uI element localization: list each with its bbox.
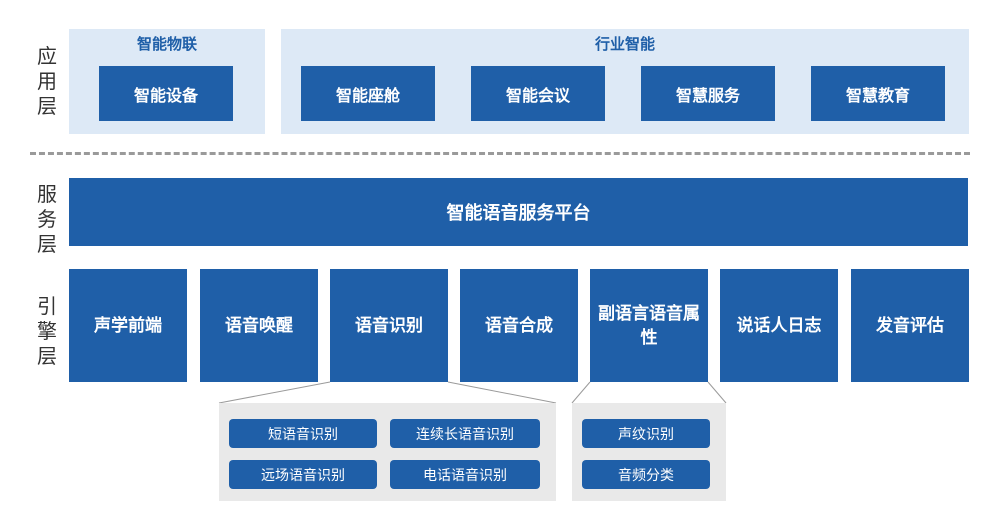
- voiceprint-pill[interactable]: 声纹识别: [582, 419, 710, 448]
- connector-para-right: [707, 381, 727, 404]
- app-box-smart-education[interactable]: 智慧教育: [811, 66, 945, 121]
- layer-label-application: 应用层: [37, 44, 57, 118]
- asr-short-pill[interactable]: 短语音识别: [229, 419, 377, 448]
- layer-divider: [30, 152, 970, 155]
- engine-box-acoustic-frontend[interactable]: 声学前端: [69, 269, 187, 382]
- layer-label-engine: 引擎层: [37, 294, 57, 368]
- layer-label-service: 服务层: [37, 182, 57, 256]
- platform-box[interactable]: 智能语音服务平台: [69, 178, 968, 246]
- asr-telephone-pill[interactable]: 电话语音识别: [390, 460, 540, 489]
- asr-long-pill[interactable]: 连续长语音识别: [390, 419, 540, 448]
- engine-box-pronunciation-assessment[interactable]: 发音评估: [851, 269, 969, 382]
- engine-box-speech-recognition[interactable]: 语音识别: [330, 269, 448, 382]
- connector-para-left: [571, 381, 591, 404]
- app-box-smart-service[interactable]: 智慧服务: [641, 66, 775, 121]
- engine-box-wake-word[interactable]: 语音唤醒: [200, 269, 318, 382]
- app-box-smart-cockpit[interactable]: 智能座舱: [301, 66, 435, 121]
- connector-asr-right: [447, 381, 557, 404]
- industry-group-title: 行业智能: [594, 35, 655, 53]
- app-box-smart-device[interactable]: 智能设备: [99, 66, 233, 121]
- iot-group-title: 智能物联: [136, 35, 197, 53]
- app-box-smart-meeting[interactable]: 智能会议: [471, 66, 605, 121]
- engine-box-paralinguistic[interactable]: 副语言语音属性: [590, 269, 708, 382]
- connector-asr-left: [218, 381, 331, 404]
- engine-box-speech-synthesis[interactable]: 语音合成: [460, 269, 578, 382]
- audio-classification-pill[interactable]: 音频分类: [582, 460, 710, 489]
- asr-farfield-pill[interactable]: 远场语音识别: [229, 460, 377, 489]
- engine-box-speaker-diarization[interactable]: 说话人日志: [720, 269, 838, 382]
